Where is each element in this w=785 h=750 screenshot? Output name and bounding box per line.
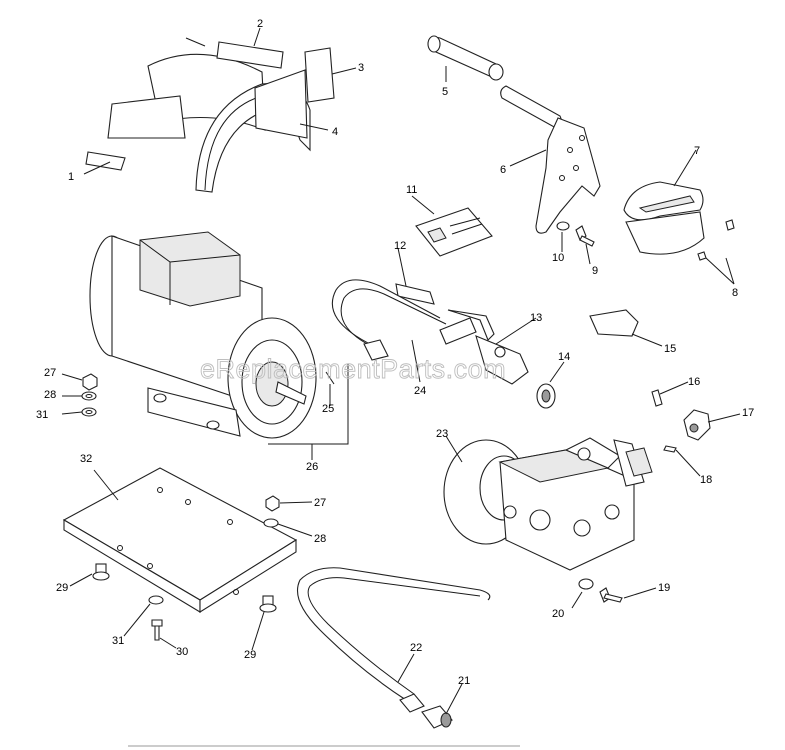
hose-22: [296, 567, 491, 701]
callout-8: 8: [732, 287, 738, 299]
callout-16: 16: [688, 376, 700, 388]
handle-grip: [427, 35, 504, 81]
callout-5: 5: [442, 86, 448, 98]
washer-28b: [263, 518, 279, 528]
watermark-text: eReplacementParts.com: [200, 354, 506, 384]
callout-15: 15: [664, 343, 676, 355]
thermal-valve-17: [683, 409, 711, 441]
base-plate: [62, 467, 298, 613]
shroud-decal-1: [85, 151, 126, 171]
screw-8: [697, 219, 735, 261]
callout-24: 24: [414, 385, 426, 397]
callout-18: 18: [700, 474, 712, 486]
callout-29b: 29: [244, 649, 256, 661]
callout-17: 17: [742, 407, 754, 419]
callout-20: 20: [552, 608, 564, 620]
shroud-decal-2: [185, 37, 284, 69]
nut-27b: [265, 495, 280, 512]
motor-key: [325, 371, 335, 385]
decal-12: [395, 283, 435, 305]
callout-28b: 28: [314, 533, 326, 545]
callout-2: 2: [257, 18, 263, 30]
hose-24: [331, 279, 447, 361]
callout-32: 32: [80, 453, 92, 465]
foot-29a: [92, 563, 110, 581]
washer-31: [81, 407, 97, 417]
callout-19: 19: [658, 582, 670, 594]
callout-28a: 28: [44, 389, 56, 401]
callout-25: 25: [322, 403, 334, 415]
bolt-30: [151, 619, 163, 641]
callout-26: 26: [306, 461, 318, 473]
callout-11: 11: [406, 184, 417, 196]
decal-11: [415, 207, 493, 257]
callout-10: 10: [552, 252, 564, 264]
coupler-21: [399, 693, 453, 729]
holder-7: [623, 181, 705, 255]
callout-27b: 27: [314, 497, 326, 509]
leader-lines: [61, 27, 741, 715]
callout-7: 7: [694, 145, 700, 157]
callout-4: 4: [332, 126, 338, 138]
washer-31b: [148, 595, 164, 605]
washer-10: [556, 221, 570, 231]
callout-14: 14: [558, 351, 570, 363]
callout-13: 13: [530, 312, 542, 324]
electric-motor: [89, 231, 317, 439]
callout-30: 30: [176, 646, 188, 658]
callout-31b: 31: [112, 635, 124, 647]
callout-31a: 31: [36, 409, 48, 421]
callout-29a: 29: [56, 582, 68, 594]
callout-labels: 1 2 3 4 5 6 7 8 9 10 11 12 13 14 15 16 1…: [36, 18, 754, 687]
washer-28: [81, 391, 97, 401]
callout-9: 9: [592, 265, 598, 277]
fitting-14: [536, 383, 556, 409]
motor-shroud: [107, 53, 311, 193]
callout-1: 1: [68, 171, 74, 183]
bolt-19: [599, 587, 623, 603]
pin-18: [663, 445, 677, 453]
washer-20: [578, 578, 594, 590]
callout-22: 22: [410, 642, 422, 654]
pump-23: [443, 437, 653, 571]
callout-3: 3: [358, 62, 364, 74]
callout-6: 6: [500, 164, 506, 176]
shroud-decal-3: [304, 47, 335, 103]
pin-16: [651, 389, 663, 407]
bolt-9: [575, 225, 595, 247]
callout-21: 21: [458, 675, 470, 687]
callout-23: 23: [436, 428, 448, 440]
nut-27: [82, 373, 98, 391]
ball-valve-13: [439, 309, 529, 385]
handle-bracket: [500, 85, 601, 234]
callout-27a: 27: [44, 367, 56, 379]
foot-29b: [259, 595, 277, 613]
plate-15: [589, 309, 639, 337]
callout-12: 12: [394, 240, 406, 252]
